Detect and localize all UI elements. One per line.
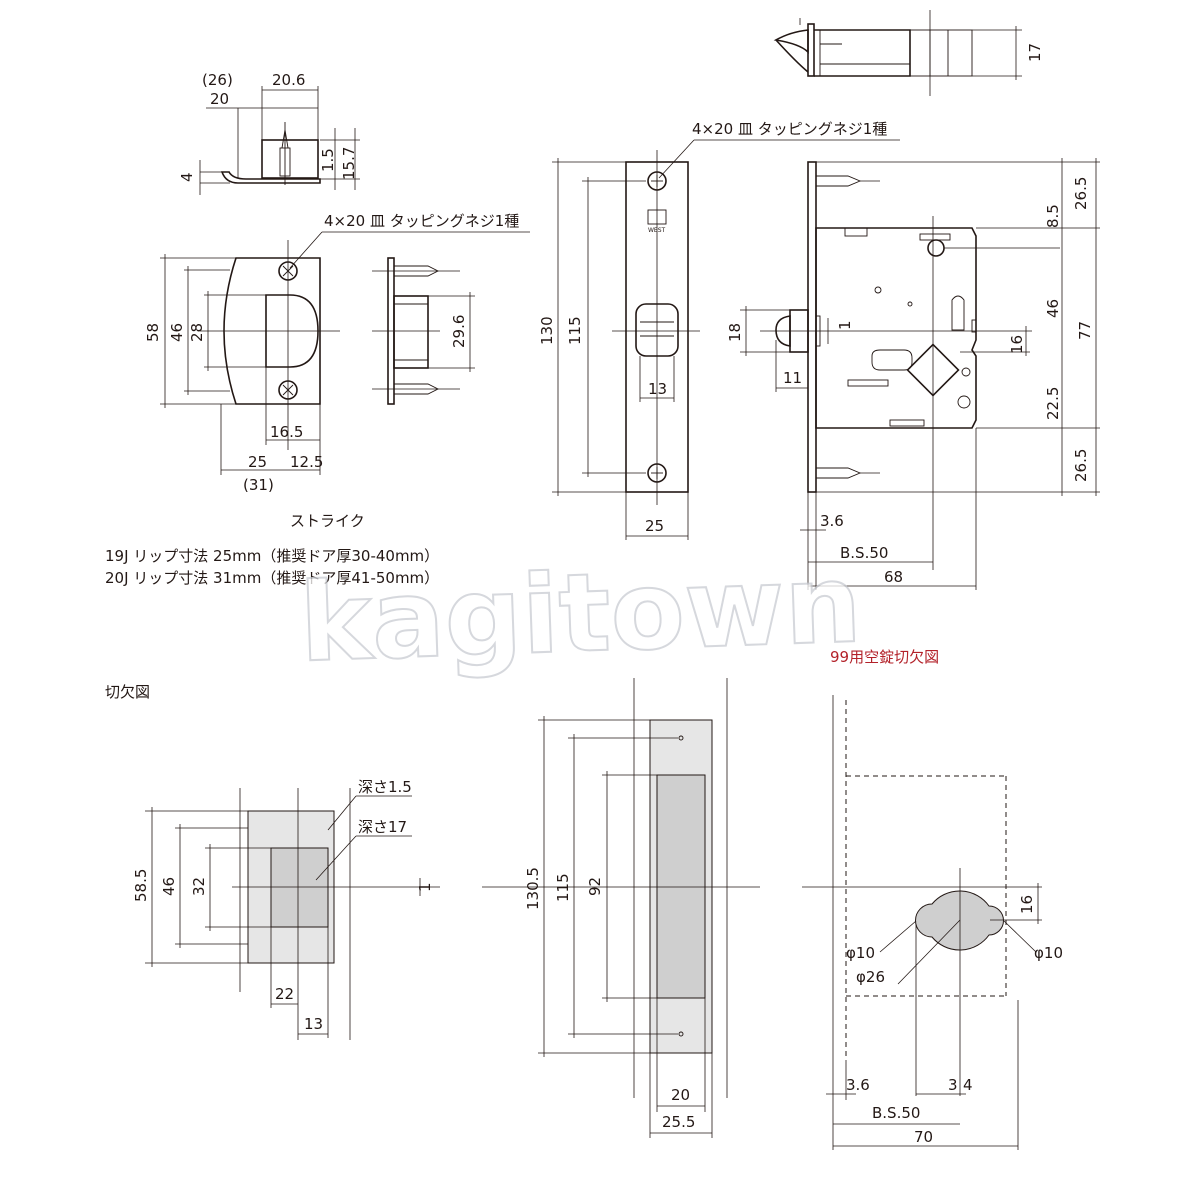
cutout-strike: 58.5 46 32 深さ1.5 深さ17 22 13 1 <box>132 778 440 1040</box>
lock-dim-16: 16 <box>1008 335 1026 354</box>
strike-top-view: (26) 20 20.6 4 1.5 15.7 <box>178 71 360 195</box>
strike-top-dim-4: 4 <box>178 172 196 182</box>
lock-dim-1: 1 <box>836 320 854 330</box>
lock-dim-115: 115 <box>566 316 584 345</box>
strike-dim-25: 25 <box>248 453 267 471</box>
strike-spec-20j: 20J リップ寸法 31mm（推奨ドア厚41-50mm） <box>105 569 439 587</box>
dummy-cutout: 16 φ10 φ26 φ10 3.6 3 4 B.S.50 70 <box>802 695 1063 1150</box>
lock-screw-note: 4×20 皿 タッピングネジ1種 <box>692 120 887 138</box>
lock-top-dim-17: 17 <box>1026 43 1044 62</box>
lock-dim-bs50: B.S.50 <box>840 544 888 562</box>
cutout-front-dim-20: 20 <box>671 1086 690 1104</box>
strike-side-dim-29-6: 29.6 <box>450 315 468 348</box>
cutout-strike-depth-17: 深さ17 <box>358 818 407 836</box>
strike-top-dim-15-7: 15.7 <box>340 147 358 180</box>
dummy-dim-16: 16 <box>1018 895 1036 914</box>
cutout-strike-dim-1: 1 <box>416 882 434 892</box>
cutout-title: 切欠図 <box>105 683 150 701</box>
dummy-dim-phi10-left: φ10 <box>846 944 875 962</box>
lock-dim-26-5-bottom: 26.5 <box>1072 449 1090 482</box>
strike-dim-46: 46 <box>168 323 186 342</box>
dummy-dim-3: 3 <box>948 1076 958 1094</box>
dummy-cutout-title: 99用空錠切欠図 <box>830 648 939 666</box>
lock-body-view: 26.5 8.5 46 77 16 22.5 26.5 18 1 11 3.6 … <box>726 158 1100 590</box>
cutout-strike-dim-13: 13 <box>304 1015 323 1033</box>
cutout-strike-dim-32: 32 <box>190 877 208 896</box>
lock-dim-68: 68 <box>884 568 903 586</box>
lock-dim-18: 18 <box>726 323 744 342</box>
cutout-front-dim-25-5: 25.5 <box>662 1113 695 1131</box>
cutout-front-dim-92: 92 <box>586 877 604 896</box>
lock-dim-25: 25 <box>645 517 664 535</box>
strike-screw-note: 4×20 皿 タッピングネジ1種 <box>324 212 519 230</box>
lock-dim-8-5: 8.5 <box>1044 204 1062 228</box>
dummy-dim-70: 70 <box>914 1128 933 1146</box>
lock-dim-13: 13 <box>648 380 667 398</box>
strike-dim-28: 28 <box>188 323 206 342</box>
cutout-front: 130.5 115 92 20 25.5 <box>482 678 760 1138</box>
dummy-dim-4: 4 <box>963 1076 973 1094</box>
lock-front-plate: WEST 4×20 皿 タッピングネジ1種 130 115 13 25 <box>538 120 900 540</box>
cutout-strike-dim-46: 46 <box>160 877 178 896</box>
strike-front-view: 4×20 皿 タッピングネジ1種 58 46 28 16.5 25 12.5 (… <box>144 212 530 494</box>
strike-side-view: 29.6 <box>372 257 475 405</box>
dummy-dim-3-6: 3.6 <box>846 1076 870 1094</box>
lock-dim-22-5: 22.5 <box>1044 387 1062 420</box>
strike-dim-31: (31) <box>243 476 274 494</box>
strike-top-dim-26: (26) <box>202 71 233 89</box>
cutout-strike-dim-22: 22 <box>275 985 294 1003</box>
strike-top-dim-20: 20 <box>210 90 229 108</box>
lock-dim-77: 77 <box>1076 321 1094 340</box>
cutout-front-dim-130-5: 130.5 <box>524 867 542 910</box>
lock-dim-46: 46 <box>1044 299 1062 318</box>
strike-top-dim-1-5: 1.5 <box>319 148 337 172</box>
strike-dim-58: 58 <box>144 323 162 342</box>
watermark-text: kagitown <box>298 542 864 687</box>
cutout-front-dim-115: 115 <box>554 873 572 902</box>
strike-title: ストライク <box>290 512 365 530</box>
lock-dim-3-6: 3.6 <box>820 512 844 530</box>
lock-dim-11: 11 <box>783 369 802 387</box>
cutout-strike-depth-1-5: 深さ1.5 <box>358 778 412 796</box>
dummy-dim-phi26: φ26 <box>856 968 885 986</box>
dummy-dim-bs50: B.S.50 <box>872 1104 920 1122</box>
lock-dim-26-5-top: 26.5 <box>1072 177 1090 210</box>
dummy-dim-phi10-right: φ10 <box>1034 944 1063 962</box>
strike-spec-19j: 19J リップ寸法 25mm（推奨ドア厚30-40mm） <box>105 547 439 565</box>
strike-top-dim-20-6: 20.6 <box>272 71 305 89</box>
strike-dim-16-5: 16.5 <box>270 423 303 441</box>
strike-dim-12-5: 12.5 <box>290 453 323 471</box>
cutout-strike-dim-58-5: 58.5 <box>132 869 150 902</box>
lock-top-view: 17 <box>773 10 1044 96</box>
lock-dim-130: 130 <box>538 316 556 345</box>
